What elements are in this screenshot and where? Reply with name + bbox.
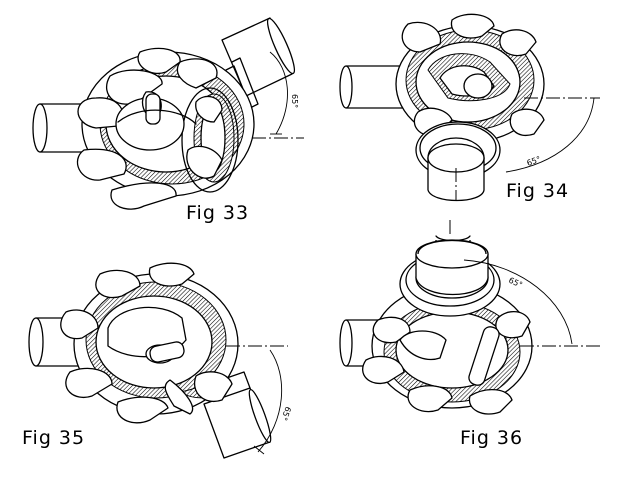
- fig-35-caption: Fig 35: [22, 427, 85, 449]
- fig-33-caption: Fig 33: [186, 202, 249, 224]
- figure-33-joint-drawing: 65°: [32, 17, 304, 210]
- figure-35-joint-drawing: 65°: [28, 262, 293, 459]
- fig-34-angle-label: 65°: [526, 155, 542, 168]
- figure-36-joint-drawing: 65°: [339, 220, 600, 415]
- fig-35-angle-label: 65°: [279, 405, 292, 421]
- figure-34-joint-drawing: 65°: [339, 13, 600, 202]
- fig-36-caption: Fig 36: [460, 427, 523, 449]
- fig-36-angle-label: 65°: [507, 276, 524, 290]
- fig-34-caption: Fig 34: [506, 180, 569, 202]
- fig-33-angle-label: 65°: [290, 94, 299, 108]
